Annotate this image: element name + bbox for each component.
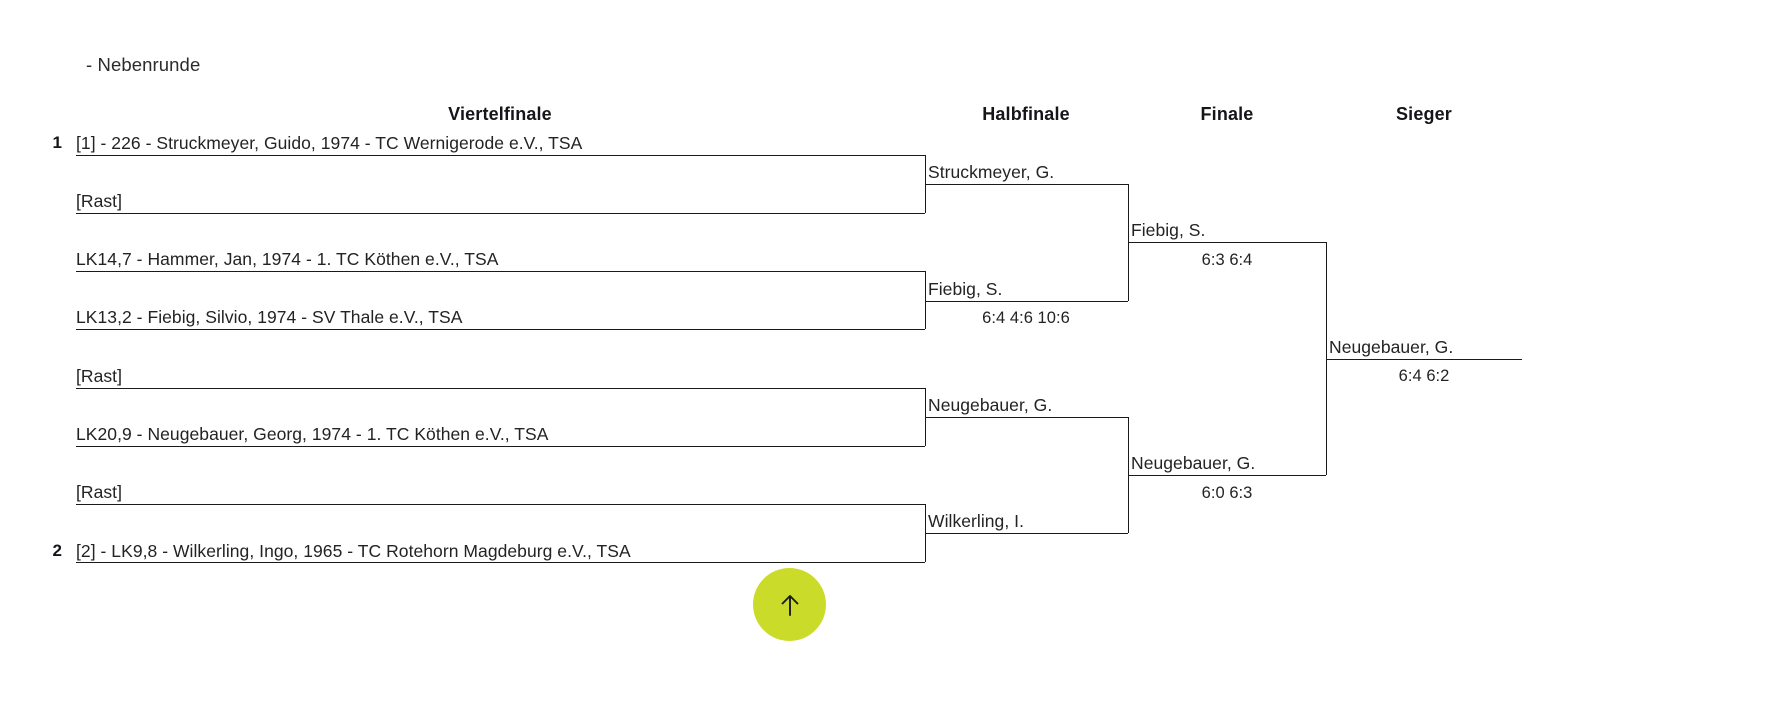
winner-line: [1326, 359, 1522, 360]
sf-score-2: 6:4 4:6 10:6: [982, 309, 1070, 327]
final-winner-1[interactable]: Fiebig, S.: [1131, 220, 1206, 240]
tournament-winner-name[interactable]: Neugebauer, G.: [1329, 337, 1454, 357]
scroll-to-top-button[interactable]: [753, 568, 826, 641]
qf-line-2: [76, 213, 925, 214]
sf-winner-4[interactable]: Wilkerling, I.: [928, 511, 1024, 531]
qf-entry-1[interactable]: [1] - 226 - Struckmeyer, Guido, 1974 - T…: [76, 133, 583, 153]
final-line-1: [1128, 242, 1326, 243]
sf-winner-3[interactable]: Neugebauer, G.: [928, 395, 1053, 415]
seed-number-1: 1: [52, 133, 62, 152]
final-winner-2[interactable]: Neugebauer, G.: [1131, 453, 1256, 473]
round-header-winner: Sieger: [1396, 104, 1452, 124]
final-line-2: [1128, 475, 1326, 476]
qf-line-8: [76, 562, 925, 563]
page-subtitle: - Nebenrunde: [86, 54, 201, 75]
sf-winner-2[interactable]: Fiebig, S.: [928, 279, 1003, 299]
qf-line-1: [76, 155, 925, 156]
qf-line-5: [76, 388, 925, 389]
qf-line-4: [76, 329, 925, 330]
sf-winner-1[interactable]: Struckmeyer, G.: [928, 162, 1055, 182]
qf-entry-3[interactable]: LK14,7 - Hammer, Jan, 1974 - 1. TC Köthe…: [76, 249, 499, 269]
qf-entry-2[interactable]: [Rast]: [76, 191, 123, 211]
seed-number-2: 2: [52, 541, 62, 560]
qf-line-7: [76, 504, 925, 505]
sf-line-3: [925, 417, 1128, 418]
sf-line-2: [925, 301, 1128, 302]
round-header-final: Finale: [1200, 104, 1254, 124]
qf-entry-6[interactable]: LK20,9 - Neugebauer, Georg, 1974 - 1. TC…: [76, 424, 549, 444]
qf-line-6: [76, 446, 925, 447]
winner-score: 6:4 6:2: [1398, 367, 1450, 385]
qf-entry-5[interactable]: [Rast]: [76, 366, 123, 386]
connector-final-pair: [1326, 242, 1327, 475]
final-score-1: 6:3 6:4: [1201, 251, 1253, 269]
sf-line-1: [925, 184, 1128, 185]
sf-line-4: [925, 533, 1128, 534]
final-score-2: 6:0 6:3: [1201, 484, 1253, 502]
round-header-quarterfinal: Viertelfinale: [448, 104, 552, 124]
qf-entry-8[interactable]: [2] - LK9,8 - Wilkerling, Ingo, 1965 - T…: [76, 541, 631, 561]
qf-entry-4[interactable]: LK13,2 - Fiebig, Silvio, 1974 - SV Thale…: [76, 307, 463, 327]
connector-qf-pair-2: [925, 271, 926, 329]
qf-entry-7[interactable]: [Rast]: [76, 482, 123, 502]
arrow-up-icon: [773, 588, 807, 622]
qf-line-3: [76, 271, 925, 272]
round-header-semifinal: Halbfinale: [982, 104, 1070, 124]
